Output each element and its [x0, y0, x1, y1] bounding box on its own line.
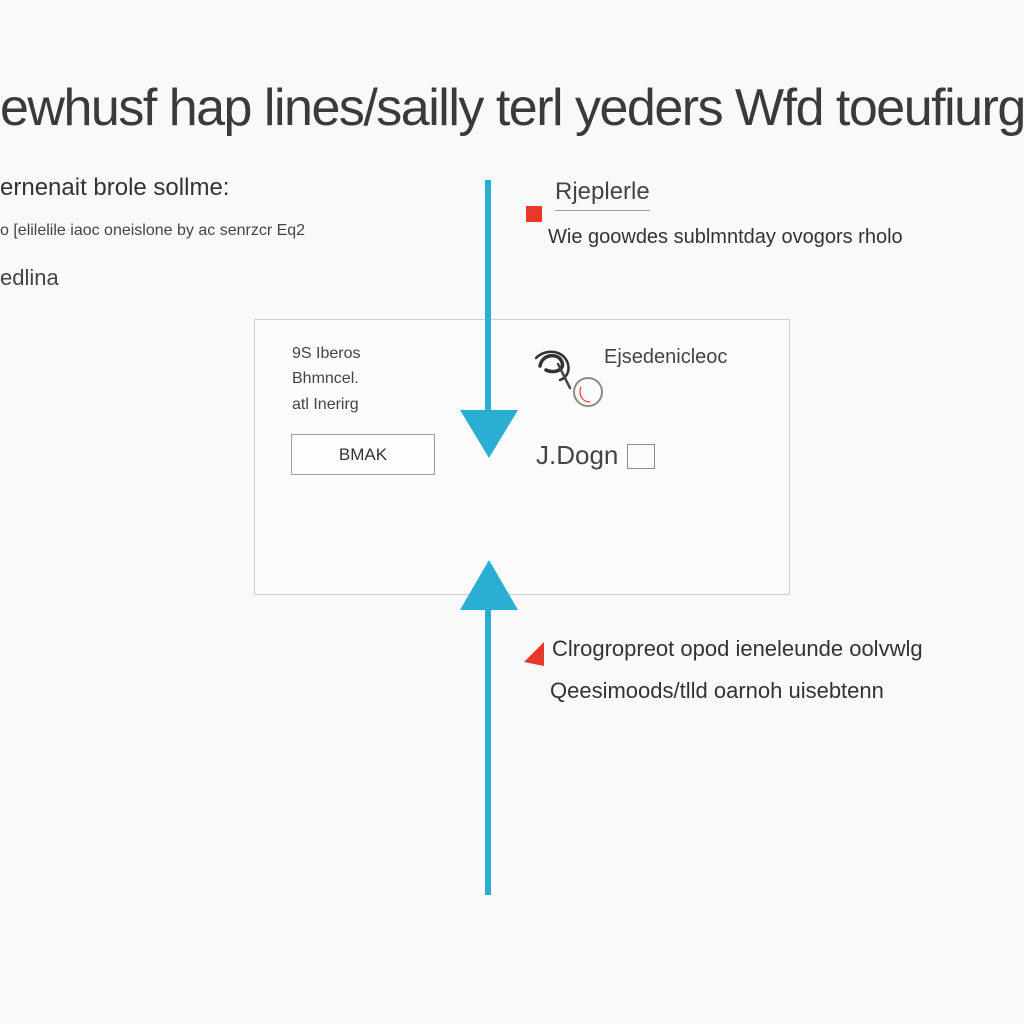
left-block-title: ernenait brole sollme: [0, 174, 230, 201]
headline: ewhusf hap lines/sailly terl yeders Wfd … [0, 79, 1024, 137]
bottom-block-line: Clrogropreot opod ieneleunde oolvwlg [552, 636, 923, 661]
right-block-subtitle: Wie goowdes sublmntday ovogors rholo [548, 226, 903, 248]
red-triangle-icon [524, 642, 544, 666]
left-block-subtitle: o [elilelile iaoc oneislone by ac senrzc… [0, 222, 306, 239]
panel-text-line: Bhmncel. [292, 370, 359, 387]
panel-right-title: Ejsedenicleoc [604, 346, 728, 368]
bottom-block-line: Qeesimoods/tlld oarnoh uisebtenn [550, 678, 884, 703]
panel-text-line: 9S Iberos [292, 345, 361, 362]
right-block-title: Rjeplerle [555, 178, 650, 211]
left-block-tail: edlina [0, 265, 59, 290]
panel-action-button[interactable]: BMAK [291, 434, 435, 475]
arrow-up-icon [460, 560, 518, 895]
red-square-icon [526, 206, 542, 222]
login-text: J.Dogn [536, 440, 619, 470]
arrow-down-icon [460, 180, 518, 458]
login-checkbox[interactable] [627, 444, 655, 469]
panel-text-line: atl Inerirg [292, 396, 359, 413]
swirl-logo-icon [534, 350, 603, 407]
